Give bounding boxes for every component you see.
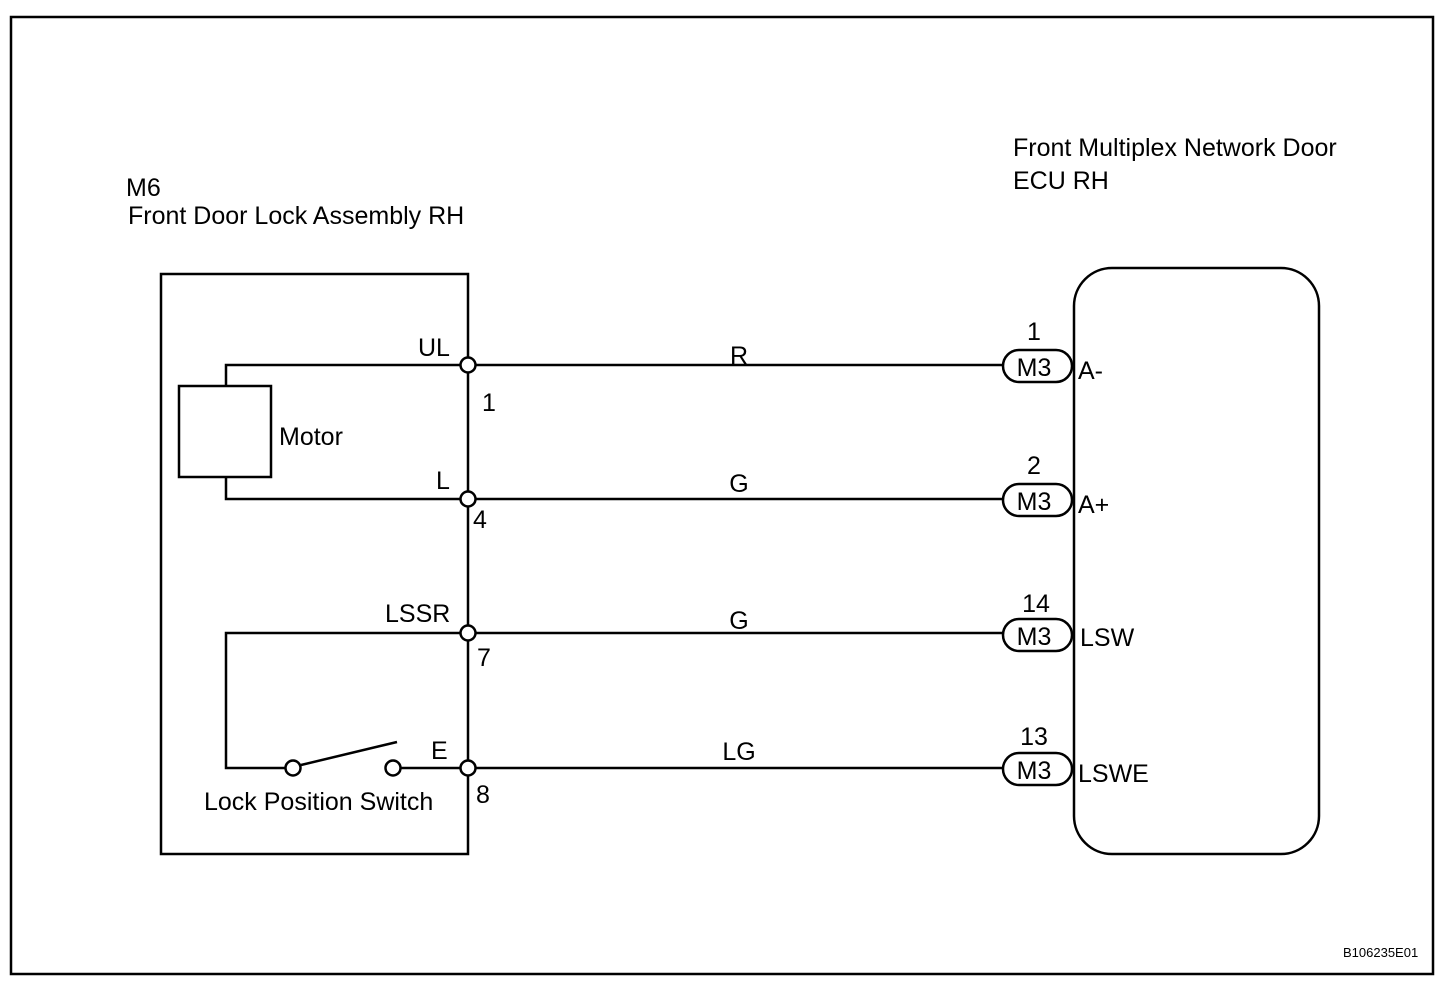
- wire-color-g-2: G: [729, 607, 748, 635]
- motor-label: Motor: [279, 423, 343, 451]
- connector-label-13: M3: [1017, 757, 1052, 785]
- terminal-pin-7: 7: [477, 644, 491, 672]
- switch-blade: [300, 740, 398, 767]
- right-component-name-line1: Front Multiplex Network Door: [1013, 134, 1337, 162]
- connector-pin-2: 2: [1027, 452, 1041, 480]
- motor-wire-ul: [224, 363, 468, 386]
- terminal-node-e: [459, 759, 477, 777]
- connector-m3-pin2: [1001, 482, 1074, 518]
- ecu-terminal-a-minus: A-: [1078, 357, 1103, 385]
- connector-pin-1: 1: [1027, 318, 1041, 346]
- terminal-node-l: [459, 490, 477, 508]
- connector-m3-pin1: [1001, 348, 1074, 384]
- motor-symbol: [177, 384, 273, 479]
- terminal-name-lssr: LSSR: [385, 600, 450, 628]
- connector-label-1: M3: [1017, 354, 1052, 382]
- ecu-terminal-lsw: LSW: [1080, 624, 1135, 652]
- terminal-name-e: E: [431, 737, 448, 765]
- ecu-terminal-lswe: LSWE: [1078, 760, 1149, 788]
- left-component-name: Front Door Lock Assembly RH: [128, 202, 464, 230]
- terminal-node-ul: [459, 356, 477, 374]
- connector-label-14: M3: [1017, 623, 1052, 651]
- terminal-node-lssr: [459, 624, 477, 642]
- door-lock-assembly-box: [159, 272, 470, 856]
- switch-wire-lssr: [224, 631, 468, 770]
- right-component-name-line2: ECU RH: [1013, 167, 1109, 195]
- connector-label-2: M3: [1017, 488, 1052, 516]
- connector-m3-pin13: [1001, 751, 1074, 787]
- ecu-box: [1072, 266, 1321, 856]
- terminal-name-l: L: [436, 467, 450, 495]
- terminal-pin-4: 4: [473, 506, 487, 534]
- connector-pin-14: 14: [1022, 590, 1050, 618]
- terminal-pin-1: 1: [482, 389, 496, 417]
- lock-position-switch-label: Lock Position Switch: [204, 788, 433, 816]
- terminal-name-ul: UL: [418, 334, 450, 362]
- connector-pin-13: 13: [1020, 723, 1048, 751]
- left-component-code: M6: [126, 174, 161, 202]
- wire-color-lg: LG: [722, 738, 755, 766]
- diagram-frame: [9, 15, 1435, 976]
- switch-contact-right: [384, 759, 402, 777]
- terminal-pin-8: 8: [476, 781, 490, 809]
- switch-contact-left: [284, 759, 302, 777]
- wire-color-g-1: G: [729, 470, 748, 498]
- figure-id: B106235E01: [1343, 945, 1418, 960]
- motor-wire-l: [224, 477, 468, 501]
- connector-m3-pin14: [1001, 617, 1074, 653]
- wire-color-r: R: [730, 342, 748, 370]
- ecu-terminal-a-plus: A+: [1078, 491, 1109, 519]
